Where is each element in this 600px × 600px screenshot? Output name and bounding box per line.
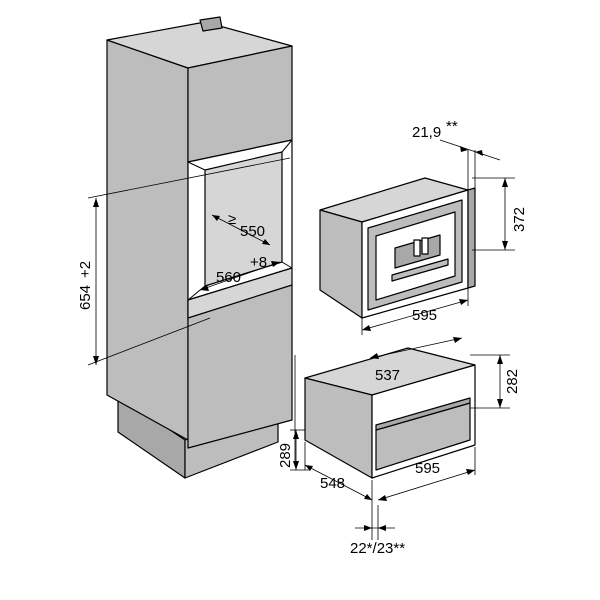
drawer-side-height-label: 289	[277, 443, 294, 468]
coffee-machine	[319, 177, 476, 319]
niche-depth-label: 550	[240, 223, 265, 240]
machine-height-label: 372	[511, 207, 528, 232]
front-thickness-mark: **	[446, 118, 458, 135]
drawer-inner-width-label: 537	[375, 367, 400, 384]
machine-side	[319, 209, 363, 319]
niche-width-label: 560	[216, 269, 241, 286]
machine-spout	[413, 239, 421, 257]
drawer-handle-edge	[375, 397, 471, 431]
warming-drawer	[304, 347, 476, 479]
niche-height-label: 654	[77, 285, 94, 310]
drawer-height-label: 282	[504, 369, 521, 394]
niche-height-tolerance: +2	[77, 261, 94, 278]
niche-width-tolerance: +8	[250, 254, 267, 271]
machine-width-label: 595	[412, 307, 437, 324]
drawer-depth-label: 548	[320, 475, 345, 492]
cabinet-shelf	[187, 267, 293, 319]
cabinet-left-side	[106, 39, 189, 441]
drawer-front-gap-label: 22*/23**	[350, 540, 405, 557]
machine-dimensions: 21,9 ** 372 595	[361, 118, 528, 335]
drawer-side	[304, 377, 373, 479]
machine-spout-2	[421, 237, 429, 255]
cabinet-top-notch	[199, 16, 223, 32]
drawer-dimensions: 537 282 289 548 595 22*/2	[277, 337, 521, 557]
tall-cabinet	[106, 16, 293, 479]
machine-drip-tray	[391, 258, 449, 282]
front-thickness-label: 21,9	[412, 124, 441, 141]
drawer-width-label: 595	[415, 460, 440, 477]
machine-trim	[467, 187, 476, 289]
niche-depth-symbol: ≥	[228, 211, 236, 228]
niche-dimensions: ≥ 550 560 +8 654 +2	[77, 157, 291, 366]
